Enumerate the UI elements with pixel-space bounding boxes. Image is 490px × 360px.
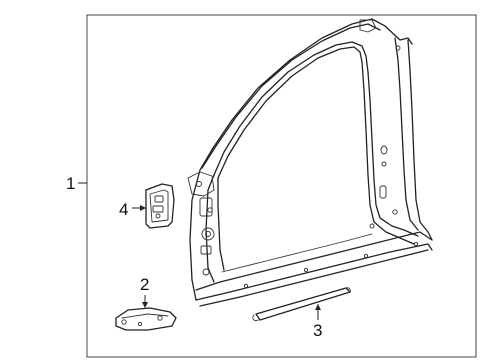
rocker-rod-icon (252, 287, 351, 322)
assembly-frame (86, 14, 477, 358)
bodyside-frame-icon (187, 18, 433, 307)
callout-4-label: 4 (119, 200, 128, 219)
callout-2-label: 2 (140, 275, 149, 294)
callout-1-label: 1 (66, 174, 75, 193)
callout-3-label: 3 (313, 321, 322, 340)
rocker-bracket-icon (115, 307, 177, 331)
hinge-pillar-reinforcement-icon (145, 183, 175, 229)
callout-4-arrowhead (140, 205, 146, 211)
callout-3-arrowhead (315, 304, 321, 310)
callout-2-arrowhead (142, 302, 148, 308)
